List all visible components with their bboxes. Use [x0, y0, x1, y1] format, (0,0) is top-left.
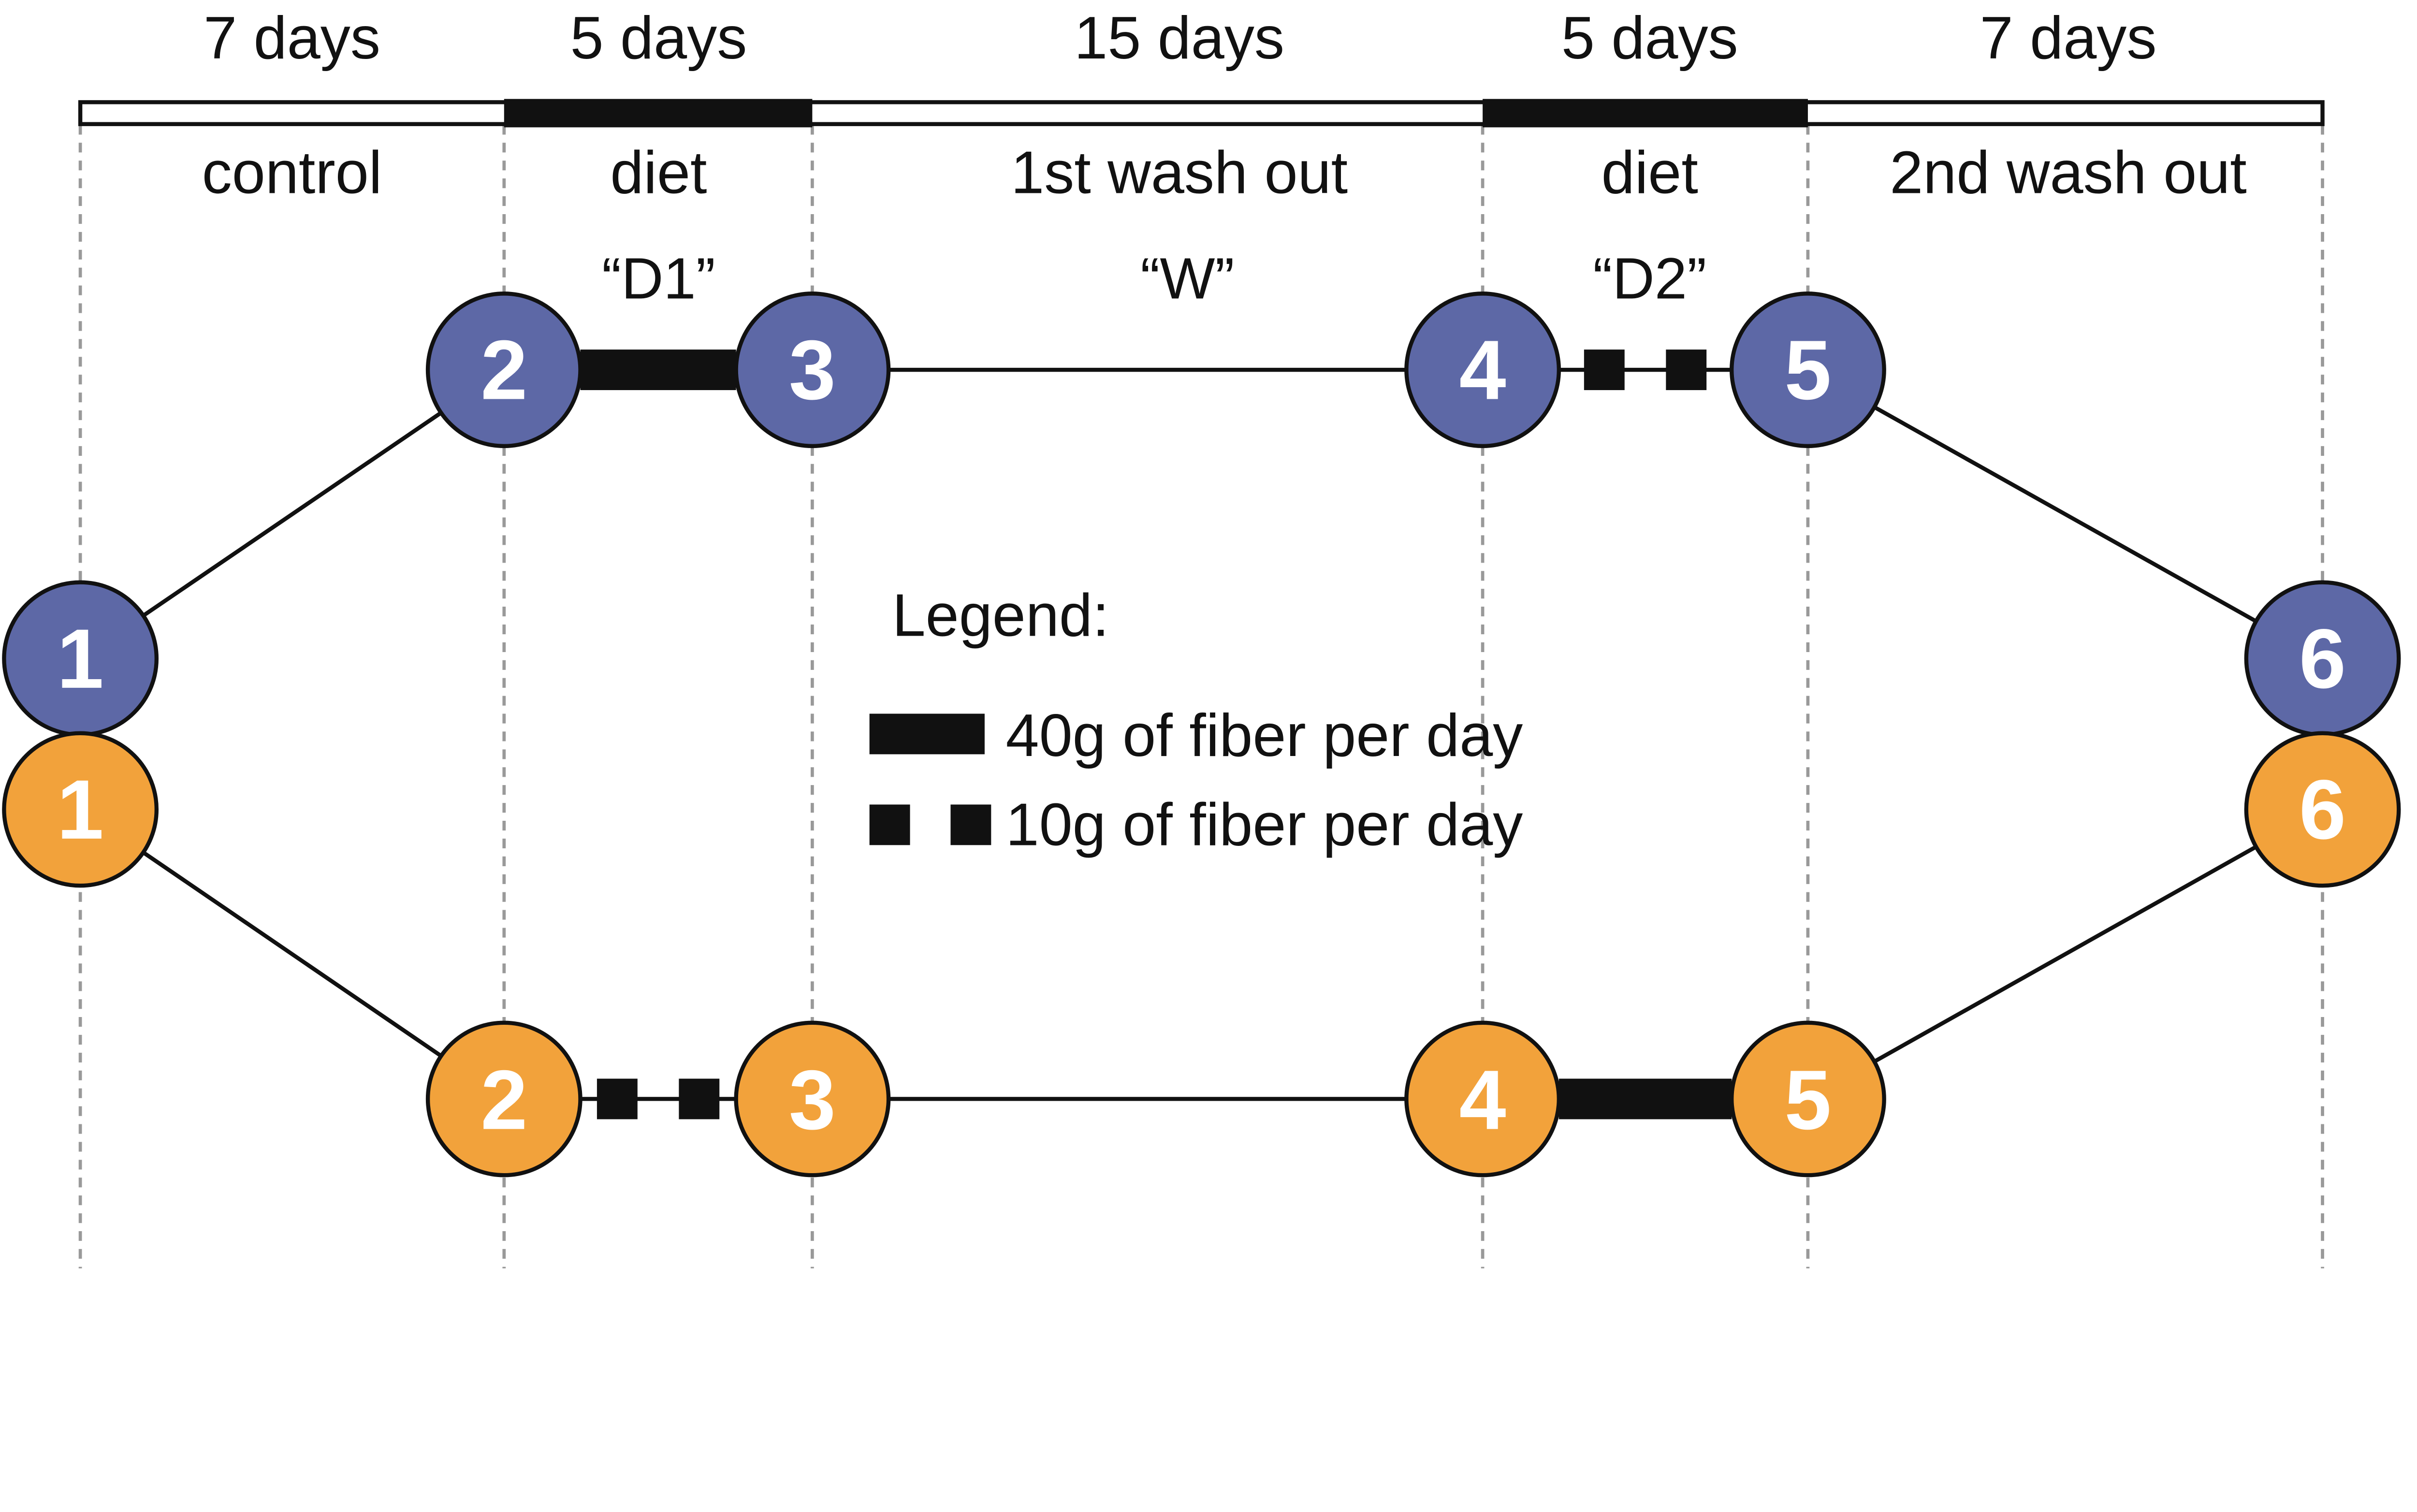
- legend-title: Legend:: [892, 582, 1109, 649]
- node-orange-6: [2244, 731, 2401, 888]
- phase-label: diet: [610, 139, 707, 206]
- node-number: 6: [2299, 611, 2346, 706]
- legend-40g-swatch: [869, 713, 985, 755]
- node-number: 3: [789, 323, 836, 417]
- study-design-diagram: 7 days 5 days 15 days 5 days 7 days cont…: [2, 4, 2401, 1269]
- connector-blue-1-2: [79, 368, 506, 660]
- fiber-10g-square-blue: [1666, 349, 1707, 391]
- legend-item-label: 10g of fiber per day: [1006, 791, 1523, 858]
- connector-orange-5-6: [1806, 807, 2324, 1101]
- orange-arm-nodes: 1 2 3 4 5 6: [2, 731, 2401, 1178]
- blue-arm-nodes: 1 2 3 4 5 6: [2, 291, 2401, 737]
- phase-label: control: [202, 139, 382, 206]
- node-orange-5: [1730, 1020, 1886, 1178]
- connector-orange-1-2: [79, 808, 506, 1101]
- fiber-dose-glyphs: [580, 349, 1732, 1119]
- legend-10g-swatch-b: [950, 804, 991, 845]
- node-number: 1: [57, 762, 104, 857]
- fiber-40g-bar-blue: [580, 349, 736, 391]
- phase-label: 1st wash out: [1011, 139, 1348, 206]
- legend: Legend: 40g of fiber per day 10g of fibe…: [869, 582, 1523, 858]
- fiber-40g-bar-orange: [1558, 1078, 1732, 1119]
- node-number: 5: [1784, 1053, 1831, 1147]
- node-orange-4: [1404, 1020, 1561, 1178]
- node-number: 2: [480, 323, 527, 417]
- node-number: 4: [1459, 323, 1506, 417]
- duration-label: 7 days: [204, 5, 380, 72]
- timeline-track: [78, 100, 2325, 126]
- timeline-diet-segment-1: [504, 99, 813, 128]
- node-blue-2: [425, 291, 582, 449]
- period-code-labels: “D1” “W” “D2”: [602, 246, 1706, 311]
- node-number: 4: [1459, 1053, 1506, 1147]
- duration-labels: 7 days 5 days 15 days 5 days 7 days: [204, 5, 2156, 72]
- node-number: 5: [1784, 323, 1831, 417]
- duration-label: 15 days: [1074, 5, 1284, 72]
- node-blue-4: [1404, 291, 1561, 449]
- node-number: 2: [480, 1053, 527, 1147]
- duration-label: 5 days: [570, 5, 747, 72]
- node-number: 1: [57, 611, 104, 706]
- phase-label: 2nd wash out: [1890, 139, 2247, 206]
- duration-label: 5 days: [1561, 5, 1738, 72]
- fiber-10g-square-blue: [1584, 349, 1625, 391]
- node-number: 6: [2299, 762, 2346, 857]
- connector-blue-5-6: [1806, 368, 2324, 661]
- node-blue-3: [734, 291, 891, 449]
- phase-label: diet: [1602, 139, 1698, 206]
- fiber-10g-square-orange: [597, 1078, 638, 1119]
- node-number: 3: [789, 1053, 836, 1147]
- period-code-label: “D1”: [602, 246, 715, 311]
- node-orange-1: [2, 731, 159, 888]
- node-orange-2: [425, 1020, 582, 1178]
- legend-item-label: 40g of fiber per day: [1006, 702, 1523, 769]
- timeline-bar: [78, 99, 2325, 128]
- phase-labels: control diet 1st wash out diet 2nd wash …: [202, 139, 2247, 206]
- duration-label: 7 days: [1980, 5, 2157, 72]
- period-code-label: “D2”: [1593, 246, 1706, 311]
- timeline-diet-segment-2: [1483, 99, 1808, 128]
- legend-10g-swatch-a: [869, 804, 910, 845]
- node-blue-5: [1730, 291, 1886, 449]
- period-code-label: “W”: [1140, 246, 1234, 311]
- fiber-10g-square-orange: [679, 1078, 720, 1119]
- node-orange-3: [734, 1020, 891, 1178]
